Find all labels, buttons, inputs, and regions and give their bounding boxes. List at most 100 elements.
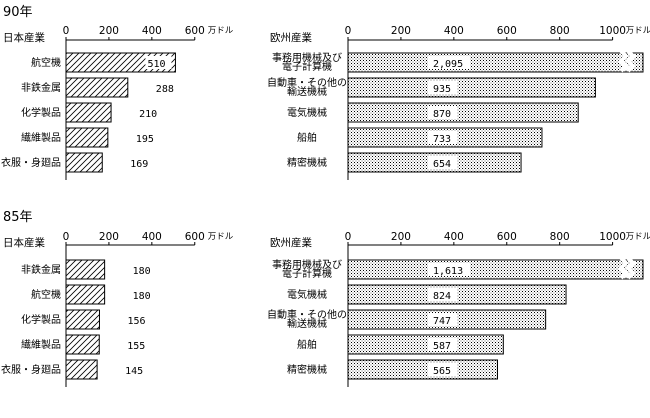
category-label: 精密機械 — [287, 363, 327, 376]
bar — [65, 259, 106, 280]
value-label: 155 — [127, 341, 145, 352]
value-label: 2,095 — [433, 59, 463, 70]
unit-label: 万ドル — [626, 232, 650, 242]
value-label-bg — [428, 156, 458, 169]
industry-header: 日本産業 — [3, 31, 45, 44]
tick-label: 0 — [345, 231, 352, 243]
bar — [65, 77, 129, 98]
bar — [347, 77, 596, 98]
tick-label: 0 — [63, 25, 70, 37]
tick-label: 400 — [142, 231, 162, 243]
tick-label: 600 — [185, 25, 205, 37]
value-label: 180 — [133, 291, 151, 302]
value-label: 156 — [127, 316, 145, 327]
tick-label: 1000 — [599, 25, 626, 37]
tick-label: 0 — [345, 25, 352, 37]
tick-label: 800 — [550, 231, 570, 243]
value-label: 510 — [147, 59, 165, 70]
bar-break-mark — [618, 49, 636, 73]
value-label-bg — [428, 313, 458, 326]
category-label-line: 自動車・その他の — [267, 76, 347, 89]
tick-label: 400 — [444, 231, 464, 243]
category-label: 航空機 — [31, 56, 61, 69]
tick-label: 200 — [391, 231, 411, 243]
bar — [65, 127, 109, 148]
category-label-line: 輸送機械 — [287, 317, 327, 330]
category-label: 事務用機械及び電子計算機 — [272, 51, 342, 73]
value-label: 654 — [433, 159, 451, 170]
value-label: 288 — [156, 84, 174, 95]
tick-label: 200 — [391, 25, 411, 37]
industry-header: 日本産業 — [3, 236, 45, 249]
tick-label: 400 — [444, 25, 464, 37]
category-label: 自動車・その他の輸送機械 — [267, 76, 347, 98]
value-label-bg — [428, 81, 458, 94]
value-label: 145 — [125, 366, 143, 377]
bar — [347, 359, 498, 380]
industry-header: 欧州産業 — [270, 31, 312, 44]
category-label: 事務用機械及び電子計算機 — [272, 258, 342, 280]
bar — [347, 52, 644, 73]
bar — [65, 284, 106, 305]
value-label: 195 — [136, 134, 154, 145]
category-label-line: 電子計算機 — [282, 60, 332, 73]
category-label-line: 電子計算機 — [282, 267, 332, 280]
value-label: 824 — [433, 291, 451, 302]
category-label: 化学製品 — [21, 313, 61, 326]
bar — [65, 152, 103, 173]
bar — [347, 334, 504, 355]
value-label: 870 — [433, 109, 451, 120]
tick-label: 600 — [185, 231, 205, 243]
tick-label: 400 — [142, 25, 162, 37]
category-label: 非鉄金属 — [21, 81, 61, 94]
value-label: 747 — [433, 316, 451, 327]
year-label: 90年 — [3, 5, 33, 20]
tick-label: 800 — [550, 25, 570, 37]
bar — [65, 102, 112, 123]
industry-header: 欧州産業 — [270, 236, 312, 249]
category-label-line: 輸送機械 — [287, 85, 327, 98]
category-label: 船舶 — [297, 131, 317, 144]
bar — [65, 334, 100, 355]
category-label: 衣服・身廻品 — [1, 363, 61, 376]
tick-label: 0 — [63, 231, 70, 243]
value-label-bg — [428, 131, 458, 144]
value-label-bg — [428, 363, 458, 376]
value-label: 169 — [130, 159, 148, 170]
category-label: 船舶 — [297, 338, 317, 351]
value-label-bg — [428, 106, 458, 119]
category-label: 繊維製品 — [21, 131, 61, 144]
bar — [65, 359, 98, 380]
value-label-bg — [145, 56, 172, 69]
value-label: 1,613 — [433, 266, 463, 277]
value-label-bg — [428, 56, 470, 69]
category-label-line: 事務用機械及び — [272, 51, 342, 64]
tick-label: 600 — [497, 25, 517, 37]
category-label-line: 事務用機械及び — [272, 258, 342, 271]
tick-label: 200 — [99, 25, 119, 37]
value-label: 587 — [433, 341, 451, 352]
year-label: 85年 — [3, 210, 33, 225]
tick-label: 200 — [99, 231, 119, 243]
category-label: 繊維製品 — [21, 338, 61, 351]
category-label: 非鉄金属 — [21, 263, 61, 276]
value-label-bg — [428, 288, 458, 301]
category-label: 電気機械 — [287, 106, 327, 119]
category-label: 航空機 — [31, 288, 61, 301]
category-label: 衣服・身廻品 — [1, 156, 61, 169]
value-label: 935 — [433, 84, 451, 95]
category-label: 化学製品 — [21, 106, 61, 119]
value-label: 210 — [139, 109, 157, 120]
bar-break-mark — [618, 256, 636, 280]
category-label: 自動車・その他の輸送機械 — [267, 308, 347, 330]
tick-label: 600 — [497, 231, 517, 243]
unit-label: 万ドル — [208, 232, 234, 242]
unit-label: 万ドル — [626, 26, 650, 36]
value-label: 565 — [433, 366, 451, 377]
tick-label: 1000 — [599, 231, 626, 243]
bar — [347, 259, 644, 280]
unit-label: 万ドル — [208, 26, 234, 36]
category-label-line: 自動車・その他の — [267, 308, 347, 321]
